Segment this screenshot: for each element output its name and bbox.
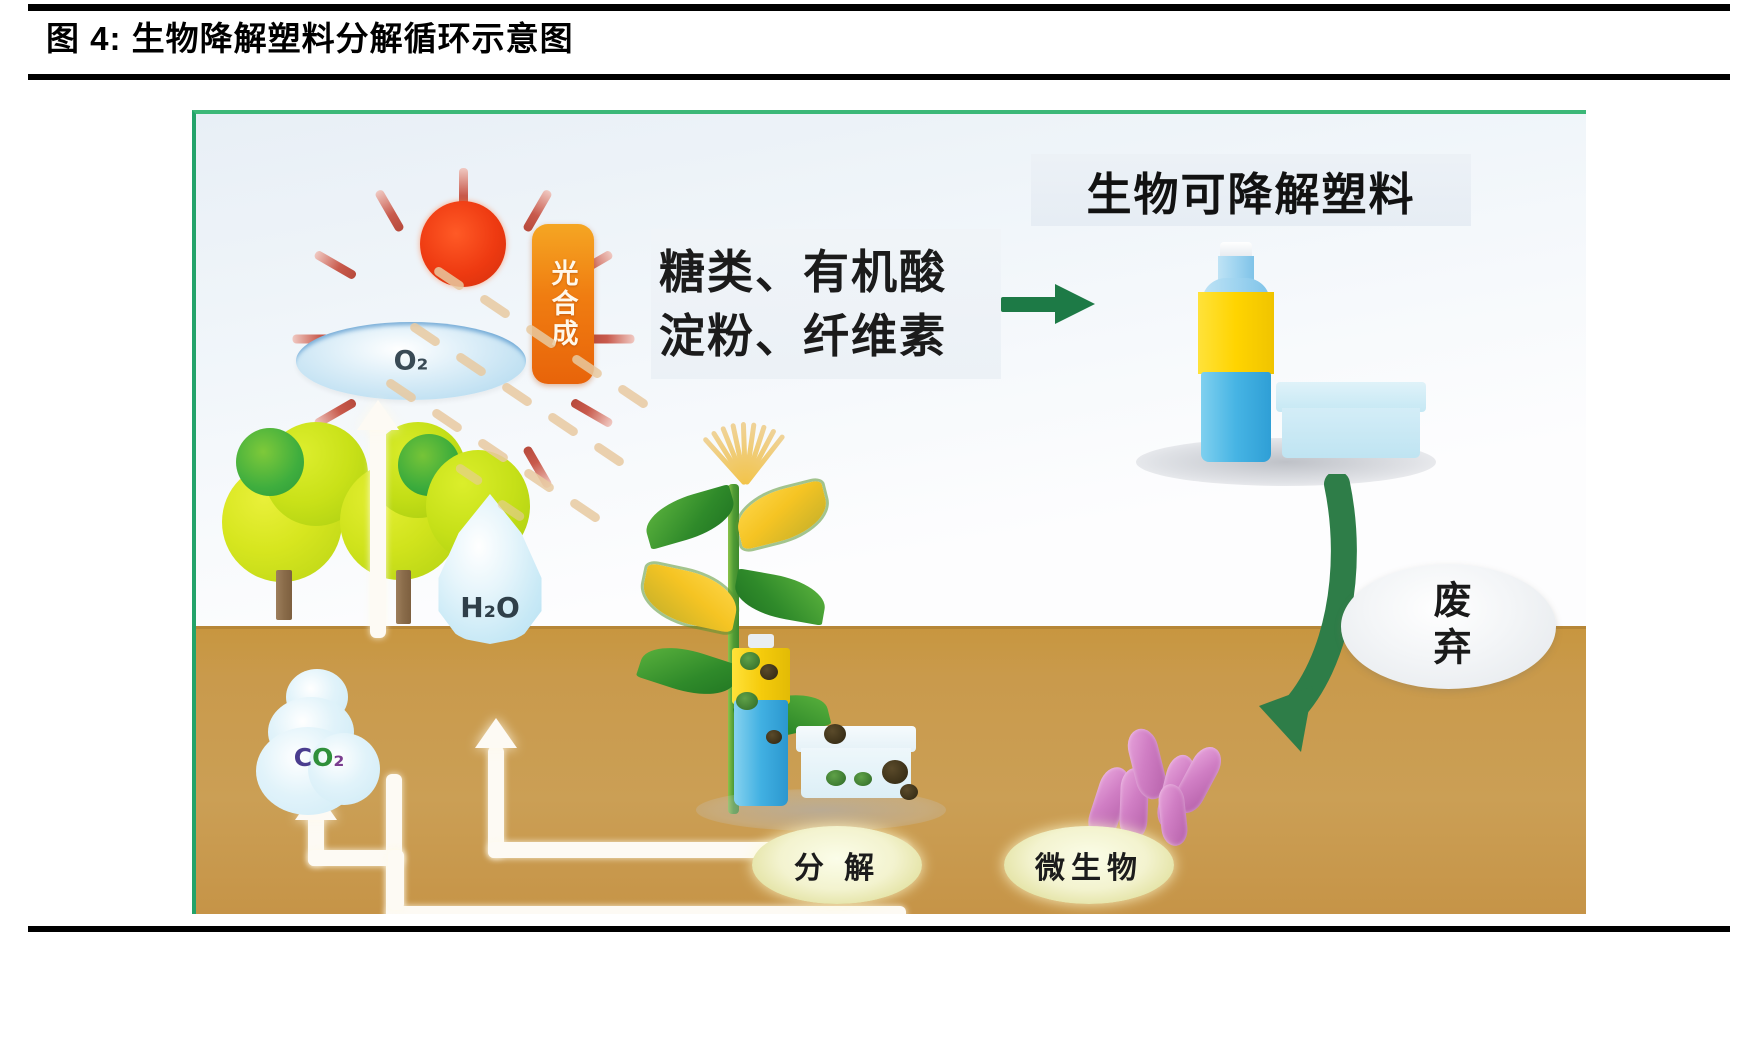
footer-rule: [28, 926, 1730, 932]
title-rule-top: [28, 4, 1730, 11]
co2-label-o: O: [312, 743, 334, 772]
o2-bubble: O₂: [296, 322, 526, 400]
decomposing-bottle-icon: [696, 634, 956, 834]
plastic-products-group: [1136, 242, 1446, 486]
co2-label: CO₂: [264, 743, 374, 772]
curved-arrow-down-icon: [1141, 471, 1371, 774]
co2-label-c: C: [293, 743, 313, 772]
soil-label-microbes: 微生物: [1004, 826, 1174, 904]
plastic-container-icon: [1276, 382, 1426, 458]
title-rule-bottom: [28, 74, 1730, 80]
sugars-text-block: 糖类、有机酸 淀粉、纤维素: [651, 229, 1001, 379]
product-title: 生物可降解塑料: [1031, 154, 1471, 226]
o2-label: O₂: [393, 345, 429, 377]
discard-label: 废弃: [1341, 564, 1556, 689]
decomposing-bottle: [726, 634, 798, 806]
sugars-line-1: 糖类、有机酸: [659, 246, 947, 298]
plastic-bottle-icon: [1188, 242, 1284, 462]
diagram-canvas: O₂ H₂O 光合成: [192, 110, 1586, 914]
soil-label-microbes-text: 微生物: [1035, 852, 1143, 885]
photosynthesis-badge-label: 光合成: [547, 259, 578, 349]
decomposing-container: [796, 724, 918, 800]
discard-label-text: 废弃: [1427, 579, 1469, 674]
sugars-line-2: 淀粉、纤维素: [659, 310, 947, 362]
co2-cloud: CO₂: [256, 669, 386, 824]
soil-label-decompose: 分 解: [752, 826, 922, 904]
soil-label-decompose-text: 分 解: [793, 852, 881, 885]
page-title: 图 4: 生物降解塑料分解循环示意图: [46, 20, 574, 57]
arrow-right-icon: [1001, 284, 1096, 324]
h2o-label: H₂O: [460, 591, 520, 624]
photosynthesis-badge: 光合成: [532, 224, 594, 384]
co2-label-sub2: ₂: [333, 743, 345, 772]
ground-line: [196, 626, 1586, 629]
